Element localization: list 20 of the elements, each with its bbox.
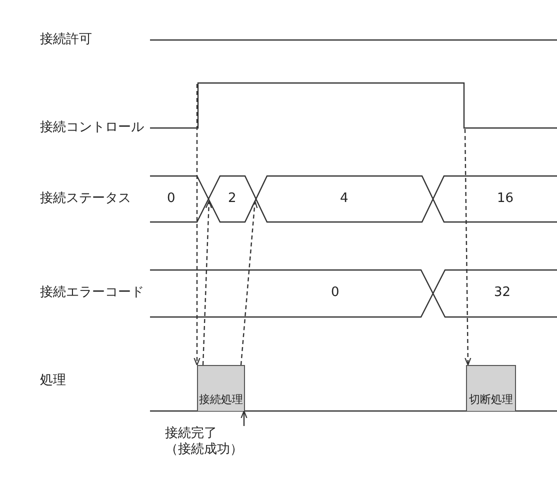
arrow <box>194 84 200 366</box>
bus-value: 4 <box>340 191 348 207</box>
arrow <box>464 129 472 366</box>
arrow <box>240 200 258 366</box>
process-box: 切断処理 <box>466 365 516 411</box>
bus-value: 16 <box>497 191 514 207</box>
signal-name: 接続エラーコード <box>40 285 144 301</box>
bus-value: 0 <box>331 285 340 301</box>
bus-value: 2 <box>228 191 236 207</box>
bus-value: 0 <box>167 191 176 207</box>
process-box: 接続処理 <box>197 365 245 411</box>
arrow <box>202 200 212 366</box>
annotation-text: 接続完了 <box>165 426 218 442</box>
arrow <box>240 410 248 426</box>
signal-name: 接続ステータス <box>40 191 131 207</box>
signal-name: 処理 <box>40 373 66 389</box>
annotation-note: （接続成功） <box>165 442 243 458</box>
bus-value: 32 <box>494 285 511 301</box>
signal-name: 接続許可 <box>40 32 92 48</box>
signal-name: 接続コントロール <box>40 120 144 136</box>
